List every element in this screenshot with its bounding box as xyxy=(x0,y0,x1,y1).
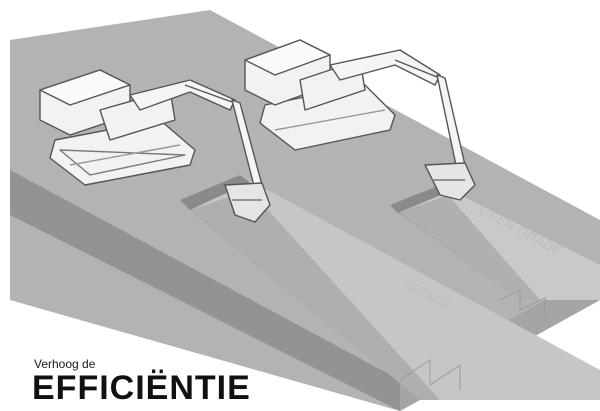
excavator-right xyxy=(244,39,476,201)
caption-block: Verhoog de EFFICIËNTIE xyxy=(32,349,334,411)
trench-grade xyxy=(180,175,600,400)
excavator-left xyxy=(39,69,271,223)
step-edges xyxy=(399,289,546,390)
trench-no-grade xyxy=(390,185,600,300)
caption-headline: EFFICIËNTIE xyxy=(32,369,251,407)
caption-prefix: Verhoog de xyxy=(34,357,96,371)
